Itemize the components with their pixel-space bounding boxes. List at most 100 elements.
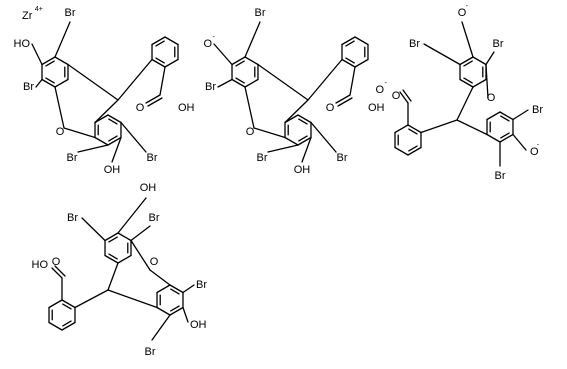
m1-ringB-bond-5-inner bbox=[108, 118, 118, 125]
m3-ringB-bond-4 bbox=[486, 111, 501, 121]
m4-phenyl-bond-4 bbox=[48, 299, 63, 309]
m4-bond-br3 bbox=[182, 284, 195, 294]
m2-phenyl-bond-1 bbox=[354, 58, 369, 68]
m3-ringB-bond-1 bbox=[499, 133, 514, 143]
m2-ringA-bond-5 bbox=[244, 56, 259, 66]
m2-ringA-bond-2-inner bbox=[235, 77, 245, 84]
m4-oh-bottom: OH bbox=[190, 319, 207, 331]
m2-ringB-bond-1-inner bbox=[298, 135, 308, 142]
m2-ringB-bond-1 bbox=[297, 136, 312, 146]
m2-bond-co2 bbox=[337, 97, 353, 107]
m1-bond-co2 bbox=[147, 97, 163, 107]
m4-br-4: Br bbox=[145, 346, 156, 358]
m4-ringB-bond-1 bbox=[169, 306, 184, 316]
atom-label-layer: Zr4+OOHOBrHOBrBrOHBrOOHOBrO-BrBrOHBrOO-O… bbox=[14, 3, 544, 358]
m1-bond-br1 bbox=[54, 21, 71, 58]
m3-bond-c9b bbox=[456, 119, 488, 136]
m3-o-minus-bottom-charge: - bbox=[537, 142, 540, 149]
m2-ringB-bond-5-inner bbox=[298, 118, 308, 125]
m1-br-3: Br bbox=[67, 152, 78, 164]
m3-o-minus-top: O bbox=[458, 7, 467, 19]
m1-bond-oh1 bbox=[31, 43, 43, 66]
m1-phenyl-bond-4 bbox=[151, 36, 166, 46]
m2-ringA-bond-2 bbox=[231, 78, 246, 88]
m3-bond-oa bbox=[485, 63, 489, 99]
m1-ringA-bond-2-inner bbox=[45, 77, 55, 84]
m4-carbonyl-o: O bbox=[52, 256, 61, 268]
m2-phenyl-bond-4-inner bbox=[345, 40, 355, 47]
m1-phenyl-bond-2 bbox=[151, 58, 166, 68]
m3-ringB-bond-5 bbox=[499, 111, 514, 121]
m3-ring-oxygen: O bbox=[487, 92, 496, 104]
m1-ringA-bond-2 bbox=[41, 78, 56, 88]
m4-ringB-bond-4 bbox=[156, 284, 171, 294]
m3-phenyl-bond-5 bbox=[407, 124, 422, 134]
m2-bond-ob bbox=[253, 127, 286, 139]
m2-bond-c9a bbox=[257, 63, 309, 101]
zr-ion-label-charge: 4+ bbox=[35, 6, 43, 13]
m4-phenyl-bond-2 bbox=[48, 321, 63, 331]
m3-ringA-bond-2-inner bbox=[463, 77, 473, 84]
m3-bond-phenyl bbox=[420, 119, 458, 134]
m4-bond-oh1 bbox=[117, 197, 147, 234]
m1-ringA-bond-1 bbox=[54, 78, 69, 88]
m2-o-minus-charge: - bbox=[213, 34, 216, 41]
m4-ring-oxygen: O bbox=[150, 256, 159, 268]
m1-ringB-bond-5 bbox=[107, 114, 122, 124]
m1-bond-co bbox=[145, 94, 161, 104]
m2-phenyl-bond-2-inner bbox=[345, 57, 355, 64]
m4-phenyl-bond-1 bbox=[61, 321, 76, 331]
m4-bond-ob bbox=[149, 269, 171, 286]
m1-bond-cooh bbox=[159, 66, 166, 96]
m1-phenyl-bond-2-inner bbox=[155, 57, 165, 64]
m3-o-minus-top-charge: - bbox=[466, 3, 469, 10]
m2-bond-br1 bbox=[244, 21, 261, 58]
m1-ring-oxygen: O bbox=[56, 126, 65, 138]
m3-br-4: Br bbox=[495, 170, 506, 182]
m2-bond-o1 bbox=[213, 43, 233, 66]
bond-layer bbox=[31, 21, 529, 341]
m4-ringA-bond-2 bbox=[104, 254, 119, 264]
m4-bond-co bbox=[51, 267, 63, 279]
m4-phenyl-bond-1-inner bbox=[62, 320, 72, 327]
m3-br-2: Br bbox=[493, 38, 504, 50]
m1-ringA-bond-4-inner bbox=[45, 60, 55, 67]
m2-br-3: Br bbox=[257, 152, 268, 164]
m1-bond-c9b bbox=[94, 99, 119, 124]
m4-ringB-bond-5 bbox=[169, 284, 184, 294]
m1-br-2: Br bbox=[23, 81, 34, 93]
m2-carbonyl-o: O bbox=[326, 102, 335, 114]
m2-ringB-bond-2 bbox=[284, 136, 299, 146]
m4-cooh-ho: HO bbox=[32, 259, 49, 271]
m4-ringA-bond-5 bbox=[117, 232, 132, 242]
m2-ringA-bond-4 bbox=[231, 56, 246, 66]
m3-ringA-bond-2 bbox=[459, 78, 474, 88]
m4-ringB-bond-2 bbox=[156, 306, 171, 316]
m1-carbonyl-o: O bbox=[136, 102, 145, 114]
m4-bond-br4 bbox=[151, 314, 171, 341]
zr-ion-label: Zr bbox=[22, 10, 33, 22]
m2-bond-br2 bbox=[217, 78, 233, 88]
m2-ringB-bond-5 bbox=[297, 114, 312, 124]
m2-ringA-bond-1 bbox=[244, 78, 259, 88]
m1-ringB-bond-1 bbox=[107, 136, 122, 146]
m3-bond-br3 bbox=[512, 109, 529, 121]
m1-oh-left: HO bbox=[14, 38, 31, 50]
m1-bond-br4 bbox=[120, 121, 147, 153]
m2-o-minus: O bbox=[203, 38, 212, 50]
m4-bond-phenyl bbox=[74, 289, 109, 309]
m1-cooh-oh: OH bbox=[178, 102, 195, 114]
m4-ringA-bond-4-inner bbox=[108, 236, 118, 243]
m1-ringA-bond-4 bbox=[41, 56, 56, 66]
m2-phenyl-bond-5 bbox=[354, 36, 369, 46]
m4-bond-c9a bbox=[107, 262, 119, 291]
m2-bond-c9b bbox=[284, 99, 309, 124]
m3-bond-br2 bbox=[485, 51, 495, 66]
m3-ringB-bond-5-inner bbox=[500, 115, 510, 122]
m2-bond-cooh bbox=[349, 66, 356, 96]
m3-phenyl-bond-2 bbox=[394, 146, 409, 156]
m3-bond-c9a bbox=[456, 86, 474, 121]
m4-bond-c9b bbox=[107, 289, 158, 309]
